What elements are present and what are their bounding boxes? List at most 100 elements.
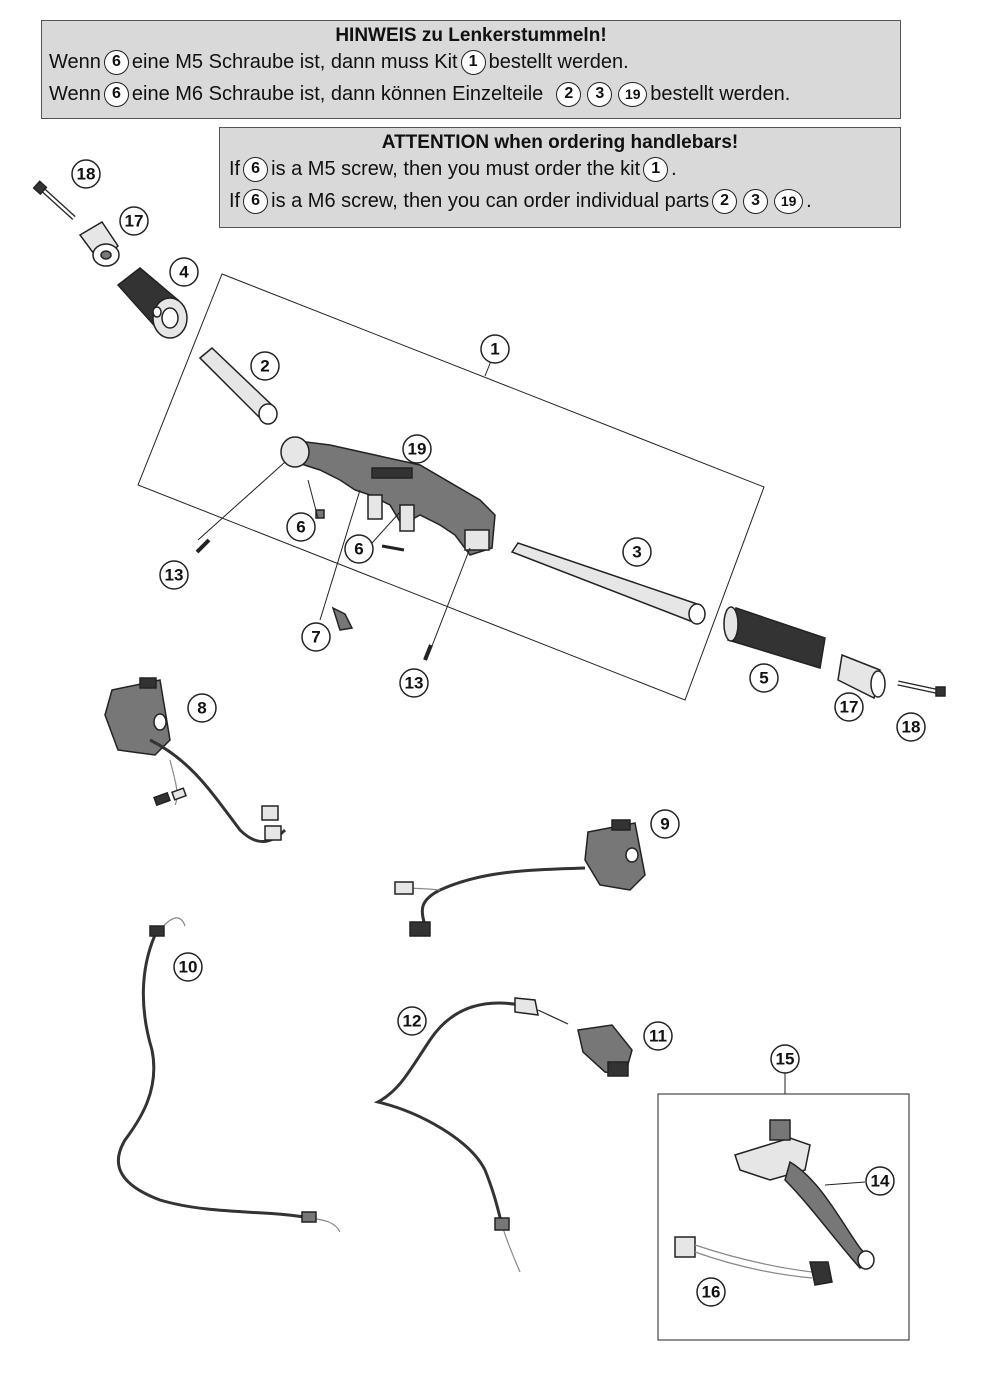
svg-text:14: 14	[871, 1172, 890, 1191]
notice-german: HINWEIS zu Lenkerstummeln! Wenn 6 eine M…	[41, 20, 901, 119]
callout-4: 4	[169, 257, 199, 287]
callout-5: 5	[749, 663, 779, 693]
callout-19: 19	[402, 434, 432, 464]
text: eine M6 Schraube ist, dann können Einzel…	[131, 83, 544, 105]
svg-text:7: 7	[311, 628, 320, 647]
svg-text:5: 5	[759, 669, 768, 688]
svg-text:12: 12	[403, 1012, 422, 1031]
part-ref: 1	[460, 49, 486, 75]
tube-2-left	[198, 346, 278, 425]
callout-15: 15	[770, 1044, 800, 1074]
screw-6-b	[381, 544, 405, 552]
notice-english-title: ATTENTION when ordering handlebars!	[381, 132, 739, 153]
switch-8-left	[104, 677, 287, 843]
notice-english: ATTENTION when ordering handlebars! If 6…	[219, 127, 901, 228]
cable-10	[116, 917, 341, 1233]
part-ref: 3	[743, 188, 769, 214]
bolt-7	[331, 606, 354, 631]
svg-text:15: 15	[776, 1050, 795, 1069]
svg-text:17: 17	[125, 212, 144, 231]
svg-text:8: 8	[197, 699, 206, 718]
text: Wenn	[49, 83, 101, 105]
part-ref: 6	[243, 156, 269, 182]
text: If	[229, 190, 241, 212]
callout-18-b: 18	[896, 712, 926, 742]
screw-13-b	[423, 644, 433, 661]
svg-text:13: 13	[165, 566, 184, 585]
screw-6-a	[315, 509, 325, 519]
bar-end-17-right	[837, 653, 886, 700]
part-ref: 1	[643, 156, 669, 182]
svg-text:4: 4	[179, 263, 189, 282]
switch-16	[674, 1236, 833, 1286]
part-ref: 2	[556, 81, 582, 107]
svg-text:9: 9	[660, 815, 669, 834]
grip-5-right	[723, 606, 826, 669]
callout-12: 12	[397, 1006, 427, 1036]
callout-6-a: 6	[286, 512, 316, 542]
bar-end-17-left	[78, 220, 120, 267]
callout-10: 10	[173, 952, 203, 982]
text: .	[671, 158, 677, 180]
switch-9-right	[394, 819, 646, 937]
kit-1-outline	[137, 273, 765, 701]
svg-text:16: 16	[702, 1283, 721, 1302]
svg-text:18: 18	[902, 718, 921, 737]
grip-4-left	[116, 267, 188, 339]
callout-1: 1	[480, 334, 510, 364]
notice-english-line-2: If 6 is a M6 screw, then you can order i…	[220, 185, 900, 217]
leader-lines	[197, 360, 866, 1186]
bolt-18-right	[897, 680, 946, 697]
notice-english-line-1: If 6 is a M5 screw, then you must order …	[220, 153, 900, 185]
callout-18-a: 18	[71, 159, 101, 189]
callout-2: 2	[250, 351, 280, 381]
part-ref: 19	[774, 188, 804, 214]
part-ref: 3	[587, 81, 613, 107]
text: .	[806, 190, 812, 212]
callout-17-b: 17	[834, 692, 864, 722]
part-ref: 6	[103, 49, 129, 75]
part-ref: 6	[103, 81, 129, 107]
callout-14: 14	[865, 1166, 895, 1196]
callout-3: 3	[622, 537, 652, 567]
svg-text:10: 10	[179, 958, 198, 977]
callout-13-a: 13	[159, 560, 189, 590]
callout-11: 11	[643, 1021, 673, 1051]
callout-8: 8	[187, 693, 217, 723]
throttle-cable-12	[373, 997, 569, 1273]
text: is a M6 screw, then you can order indivi…	[271, 190, 710, 212]
part-ref: 2	[712, 188, 738, 214]
svg-text:17: 17	[840, 698, 859, 717]
svg-text:6: 6	[296, 518, 305, 537]
kit-15-outline	[657, 1093, 910, 1341]
part-ref: 19	[618, 81, 648, 107]
text: Wenn	[49, 51, 101, 73]
svg-text:13: 13	[405, 674, 424, 693]
text: If	[229, 158, 241, 180]
text: eine M5 Schraube ist, dann muss Kit	[131, 51, 458, 73]
callout-13-b: 13	[399, 668, 429, 698]
screw-13-a	[195, 538, 211, 554]
svg-text:1: 1	[490, 340, 499, 359]
part-ref: 6	[243, 188, 269, 214]
notice-german-title: HINWEIS zu Lenkerstummeln!	[335, 25, 607, 46]
tube-3-right	[510, 542, 706, 625]
svg-text:6: 6	[354, 540, 363, 559]
notice-german-line-2: Wenn 6 eine M6 Schraube ist, dann können…	[42, 78, 900, 110]
svg-text:18: 18	[77, 165, 96, 184]
clutch-lever-14	[734, 1119, 875, 1270]
svg-text:2: 2	[260, 357, 269, 376]
svg-text:3: 3	[632, 543, 641, 562]
text: is a M5 screw, then you must order the k…	[271, 158, 641, 180]
throttle-cap-11	[577, 1024, 633, 1077]
text: bestellt werden.	[650, 83, 791, 105]
callout-7: 7	[301, 622, 331, 652]
callout-17-a: 17	[119, 206, 149, 236]
callout-16: 16	[696, 1277, 726, 1307]
notice-german-line-1: Wenn 6 eine M5 Schraube ist, dann muss K…	[42, 46, 900, 78]
bolt-18-left	[32, 180, 76, 220]
svg-text:11: 11	[649, 1027, 667, 1046]
callout-9: 9	[650, 809, 680, 839]
svg-text:19: 19	[408, 440, 427, 459]
